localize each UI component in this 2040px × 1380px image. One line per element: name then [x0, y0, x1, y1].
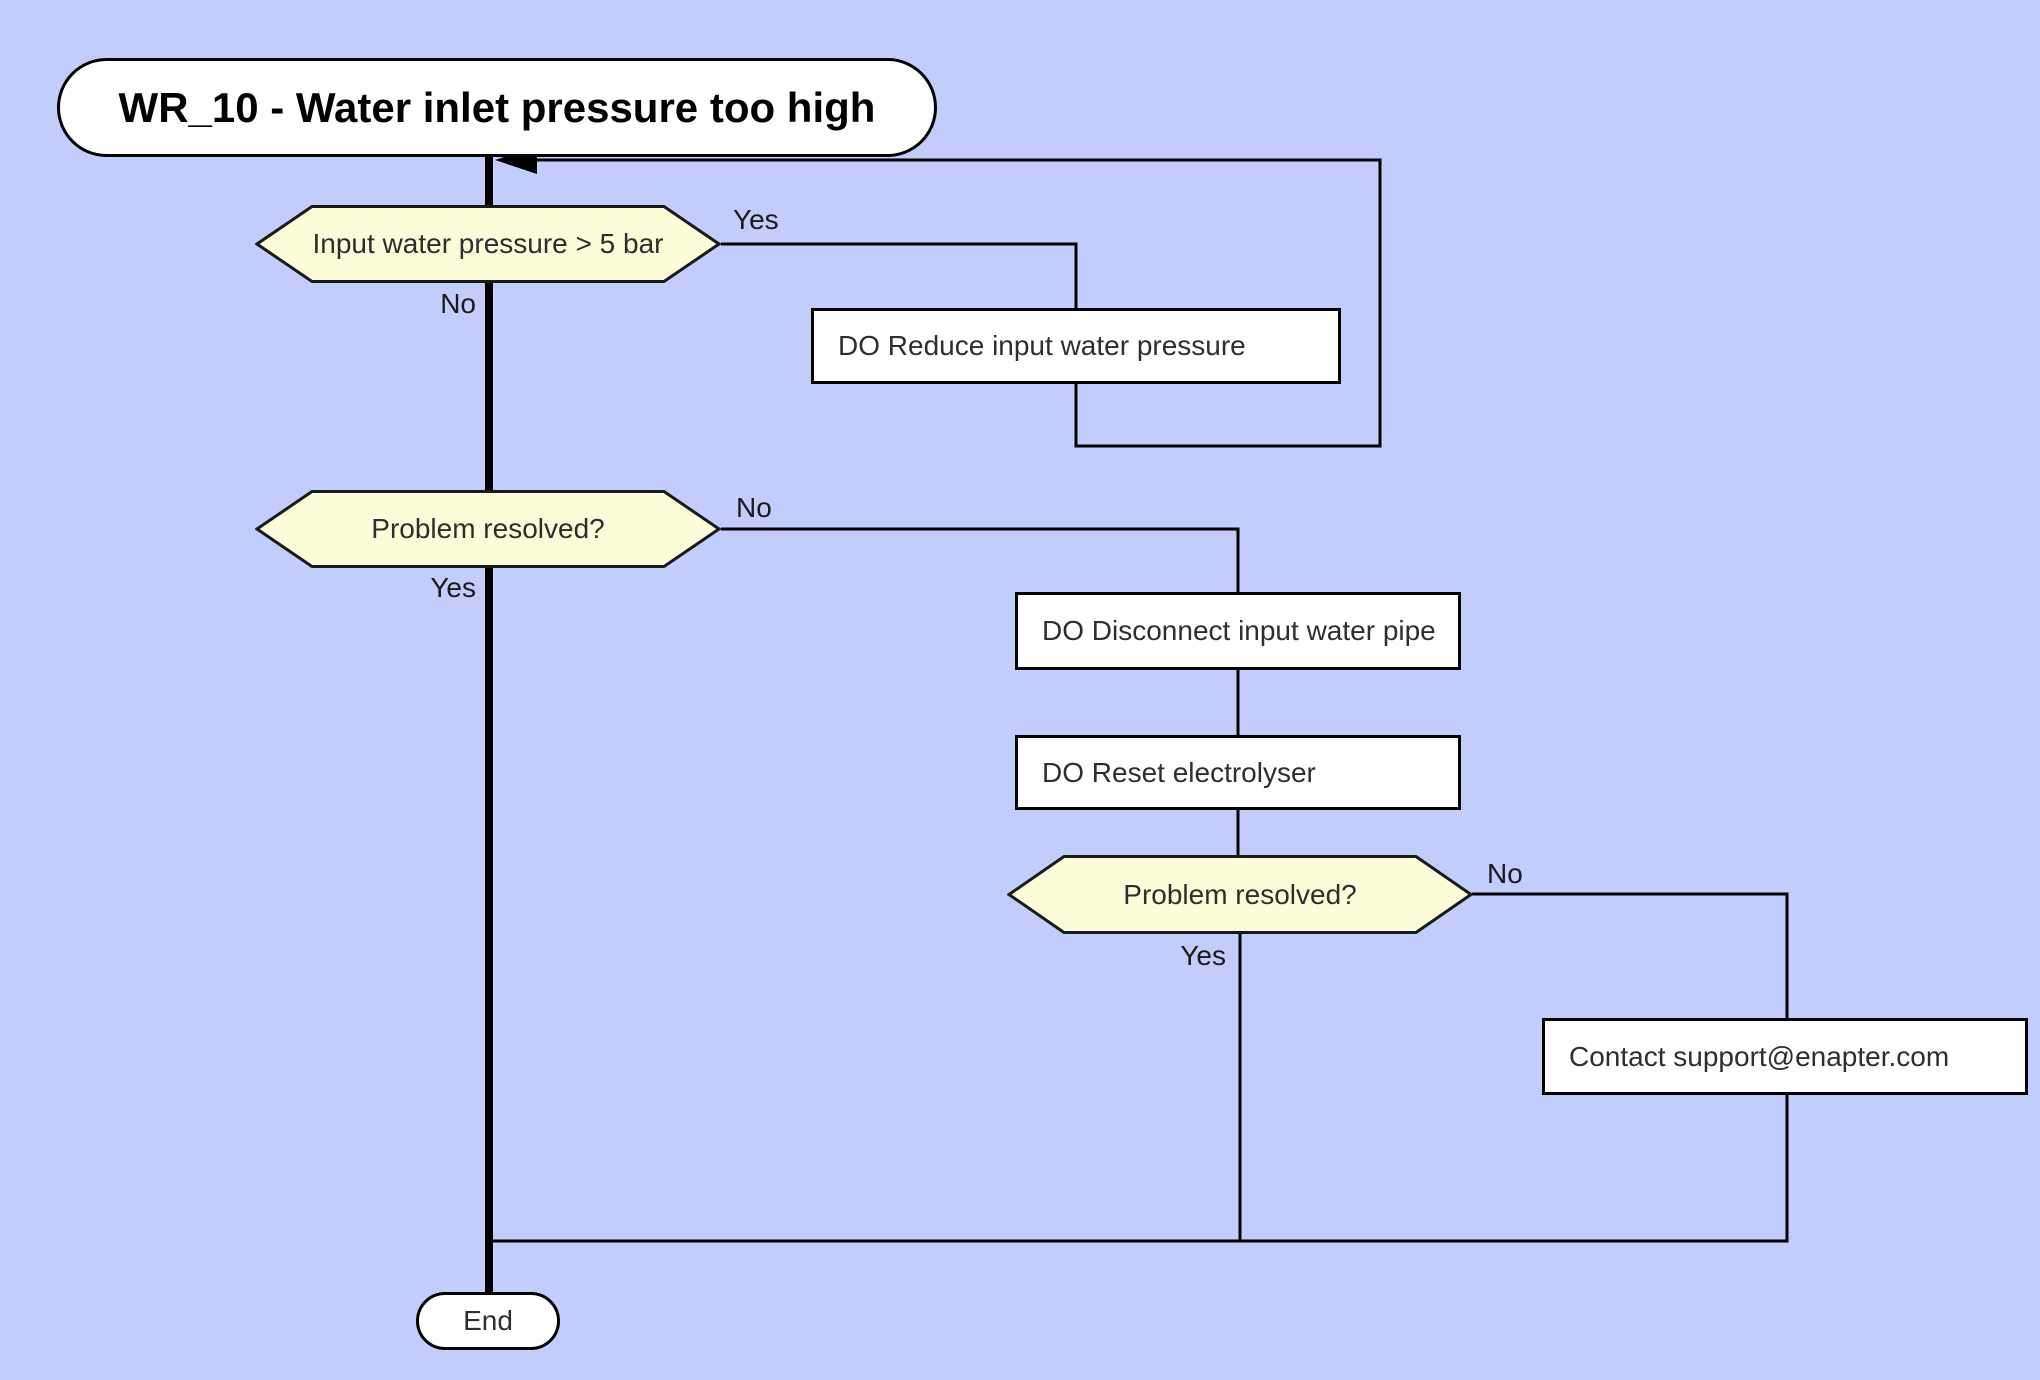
- decision-label: Problem resolved?: [1123, 878, 1357, 910]
- edge-label-yes: Yes: [1180, 940, 1226, 971]
- edge-reduce-feedback: [530, 158, 1382, 448]
- edge-label-yes: Yes: [430, 572, 476, 603]
- edge-contact-merge: [489, 1095, 1789, 1243]
- node-decision-input-pressure: Input water pressure > 5 bar: [255, 205, 721, 283]
- edge-label-no: No: [1487, 858, 1523, 889]
- action-label: DO Reduce input water pressure: [838, 330, 1246, 361]
- action-label: DO Reset electrolyser: [1042, 756, 1316, 788]
- hexagon-shape: [255, 205, 721, 283]
- decision-label: Input water pressure > 5 bar: [312, 228, 664, 259]
- edge-d2-no: [721, 527, 1240, 592]
- node-decision-problem-resolved-1: Problem resolved?: [255, 490, 721, 568]
- end-text: End: [463, 1305, 513, 1336]
- node-action-reset-electrolyser: DO Reset electrolyser: [1015, 735, 1461, 810]
- node-action-contact-support: Contact support@enapter.com: [1542, 1018, 2028, 1095]
- hexagon-shape: [255, 490, 721, 568]
- decision-label: Problem resolved?: [371, 513, 605, 544]
- edge-label-yes: Yes: [733, 204, 779, 235]
- node-action-reduce-pressure: DO Reduce input water pressure: [811, 308, 1341, 384]
- action-label: DO Disconnect input water pipe: [1042, 615, 1436, 646]
- hexagon-shape: [1007, 855, 1473, 934]
- edge-label-no: No: [440, 288, 476, 319]
- edge-d1-yes-loop: [721, 242, 1078, 308]
- edge-label-no: No: [736, 492, 772, 523]
- node-decision-problem-resolved-2: Problem resolved?: [1007, 855, 1473, 934]
- edge-d3-no: [1472, 892, 1789, 1018]
- node-title: WR_10 - Water inlet pressure too high: [57, 58, 937, 157]
- node-end: End: [416, 1292, 560, 1350]
- node-action-disconnect-pipe: DO Disconnect input water pipe: [1015, 592, 1461, 670]
- title-text: WR_10 - Water inlet pressure too high: [118, 83, 876, 131]
- action-label: Contact support@enapter.com: [1569, 1040, 1950, 1072]
